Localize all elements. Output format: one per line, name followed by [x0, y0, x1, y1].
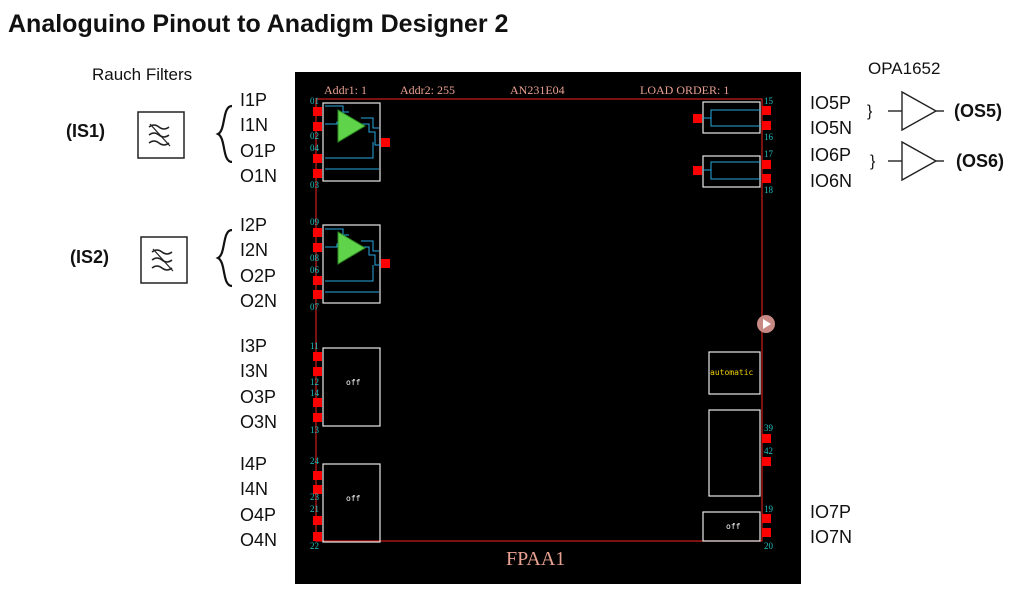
pin-number: 15	[764, 96, 773, 106]
pin-number: 11	[310, 341, 319, 351]
right-pins	[762, 106, 771, 537]
pin-label-o4n: O4N	[240, 530, 278, 550]
pin-label-io7p: IO7P	[810, 502, 852, 522]
left-pins	[313, 107, 322, 541]
pin-label-i1n: I1N	[240, 115, 269, 135]
input-pin-6	[693, 166, 702, 175]
pin-number: 19	[764, 504, 773, 514]
off-block-4	[322, 463, 381, 543]
opamp-block-2	[322, 224, 385, 304]
pin-label-i4n: I4N	[240, 479, 269, 499]
pin-label-io6p: IO6P	[810, 145, 852, 165]
pin-number: 04	[310, 143, 319, 153]
pin-number: 07	[310, 302, 319, 312]
pin-number: 23	[310, 492, 319, 502]
fpaa-addr2: Addr2: 255	[400, 83, 455, 97]
pin-label-i4p: I4P	[240, 454, 268, 474]
pin-number: 02	[310, 131, 319, 141]
pin-label-i1p: I1P	[240, 90, 268, 110]
pin-label-o2n: O2N	[240, 291, 278, 311]
green-opamp-icon	[337, 231, 366, 265]
pin-number: 20	[764, 541, 773, 551]
automatic-block	[708, 351, 761, 395]
rauch-filters-label: Rauch Filters	[92, 65, 193, 84]
lowpass-filter-icon	[137, 111, 185, 159]
is2-label: (IS2)	[70, 247, 110, 267]
io-block-5	[702, 101, 761, 134]
opamp-block-1	[322, 102, 385, 182]
pin-label-i3n: I3N	[240, 361, 269, 381]
fpaa-part-number: AN231E04	[510, 83, 565, 97]
input-pin-5	[693, 114, 702, 123]
small-brace: }	[870, 153, 876, 170]
off-block-7	[702, 511, 761, 542]
pin-label-o3n: O3N	[240, 412, 278, 432]
pin-number: 24	[310, 456, 319, 466]
pin-label-io5p: IO5P	[810, 93, 852, 113]
pin-number: 06	[310, 265, 319, 275]
os6-label: (OS6)	[956, 151, 1005, 171]
off-block-3	[322, 347, 381, 427]
pin-label-i2p: I2P	[240, 215, 268, 235]
buffer-amp-icon	[888, 90, 944, 132]
pin-label-i2n: I2N	[240, 240, 269, 260]
pin-number: 16	[764, 132, 773, 142]
chip-outline	[315, 98, 763, 542]
pin-number: 01	[310, 96, 319, 106]
pin-label-o1n: O1N	[240, 166, 278, 186]
pin-label-io6n: IO6N	[810, 171, 853, 191]
pin-number: 12	[310, 377, 319, 387]
opa1652-label: OPA1652	[868, 59, 941, 78]
pin-label-o1p: O1P	[240, 141, 277, 161]
io-block-6	[702, 155, 761, 188]
os5-label: (OS5)	[954, 101, 1003, 121]
pin-number: 08	[310, 253, 319, 263]
pin-number: 14	[310, 388, 319, 398]
output-pin-2	[381, 259, 390, 268]
page-title: Analoguino Pinout to Anadigm Designer 2	[8, 10, 509, 38]
pin-number: 18	[764, 185, 773, 195]
pin-label-io7n: IO7N	[810, 527, 853, 547]
output-pin-1	[381, 138, 390, 147]
small-brace: }	[867, 103, 873, 120]
left-brace-icon	[215, 228, 233, 288]
buffer-amp-icon	[888, 140, 944, 182]
pin-number: 21	[310, 504, 319, 514]
pin-number: 13	[310, 425, 319, 435]
off-label: off	[346, 378, 361, 387]
is1-label: (IS1)	[66, 121, 106, 141]
automatic-label: automatic	[710, 368, 754, 377]
fpaa-schematic	[313, 98, 775, 543]
green-opamp-icon	[337, 109, 366, 143]
pin-label-io5n: IO5N	[810, 118, 853, 138]
lowpass-filter-icon	[140, 236, 188, 284]
pin-number: 03	[310, 180, 319, 190]
fpaa-panel	[295, 72, 801, 584]
pin-number: 22	[310, 541, 319, 551]
pin-label-o2p: O2P	[240, 266, 277, 286]
off-label: off	[346, 494, 361, 503]
fpaa-addr1: Addr1: 1	[324, 83, 367, 97]
off-label: off	[726, 522, 741, 531]
pin-number: 39	[764, 423, 773, 433]
pin-label-i3p: I3P	[240, 336, 268, 356]
fpaa-name: FPAA1	[506, 548, 566, 570]
left-brace-icon	[215, 104, 233, 164]
pin-number: 17	[764, 149, 773, 159]
pin-label-o4p: O4P	[240, 505, 277, 525]
fpaa-load-order: LOAD ORDER: 1	[640, 83, 730, 97]
pin-number: 42	[764, 446, 773, 456]
empty-block	[708, 409, 761, 497]
pin-number: 09	[310, 217, 319, 227]
pin-label-o3p: O3P	[240, 387, 277, 407]
